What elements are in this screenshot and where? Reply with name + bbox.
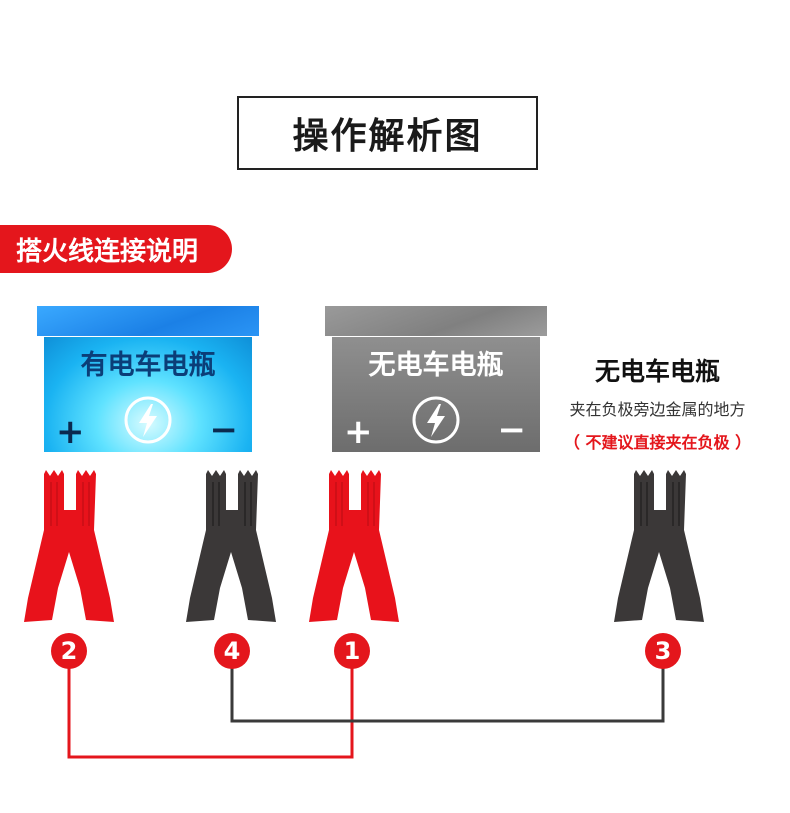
ground-point-subtitle: 夹在负极旁边金属的地方 — [569, 400, 746, 419]
step-badge: 3 — [645, 633, 681, 669]
red-clamp-icon — [309, 470, 399, 622]
plus-terminal-sign: + — [56, 412, 85, 452]
red-clamp-icon — [24, 470, 114, 622]
lightning-icon — [124, 396, 172, 444]
black-wire — [230, 668, 665, 723]
ground-point-title: 无电车电瓶 — [594, 357, 720, 386]
black-clamp-icon — [614, 470, 704, 622]
section-label: 搭火线连接说明 — [0, 225, 232, 273]
black-clamp-icon — [186, 470, 276, 622]
minus-terminal-sign: − — [497, 410, 527, 450]
step-badge: 2 — [51, 633, 87, 669]
charged-battery-label: 有电车电瓶 — [80, 350, 216, 381]
battery-cap — [37, 306, 259, 336]
red-wire — [67, 668, 354, 759]
plus-terminal-sign: + — [344, 412, 373, 452]
step-badge: 1 — [334, 633, 370, 669]
ground-point-warning: （ 不建议直接夹在负极 ） — [563, 433, 752, 452]
dead-battery-label: 无电车电瓶 — [368, 350, 504, 381]
lightning-icon — [412, 396, 460, 444]
minus-terminal-sign: − — [209, 410, 239, 450]
battery-body: 无电车电瓶 + − — [332, 337, 540, 452]
battery-cap — [325, 306, 547, 336]
step-badge: 4 — [214, 633, 250, 669]
page-title: 操作解析图 — [237, 96, 538, 170]
battery-body: 有电车电瓶 + − — [44, 337, 252, 452]
ground-point-info: 无电车电瓶 夹在负极旁边金属的地方 （ 不建议直接夹在负极 ） — [555, 352, 760, 453]
